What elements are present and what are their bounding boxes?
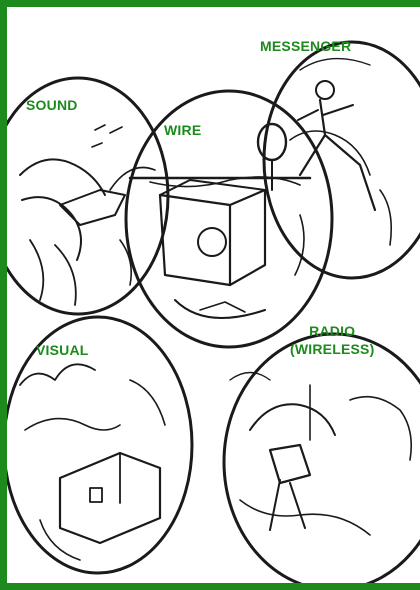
wire-vignette [126, 91, 332, 347]
radio-label-line2: (WIRELESS) [290, 340, 374, 358]
wire-label: WIRE [164, 122, 201, 138]
radio-label-line1: RADIO [290, 322, 374, 340]
sound-label: SOUND [26, 97, 78, 113]
sound-vignette [0, 78, 168, 314]
messenger-label: MESSENGER [260, 38, 351, 54]
visual-label: VISUAL [36, 342, 89, 358]
radio-vignette [224, 334, 420, 590]
radio-label: RADIO (WIRELESS) [290, 322, 374, 358]
visual-vignette [4, 317, 192, 573]
messenger-vignette [264, 42, 420, 278]
